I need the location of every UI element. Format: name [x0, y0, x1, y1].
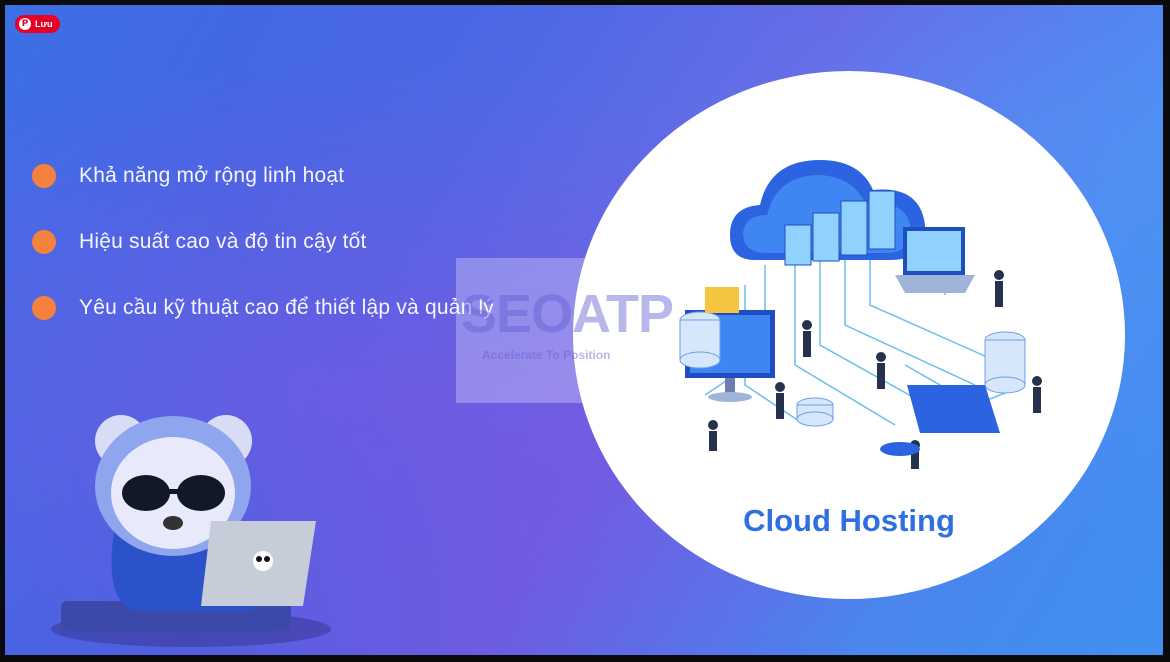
list-item: Hiệu suất cao và độ tin cậy tốt [32, 209, 494, 275]
feature-list: Khả năng mở rộng linh hoạt Hiệu suất cao… [32, 143, 494, 341]
list-item-text: Khả năng mở rộng linh hoạt [79, 164, 345, 187]
list-item: Yêu cầu kỹ thuật cao để thiết lập và quả… [32, 275, 494, 341]
bullet-dot-icon [32, 296, 56, 320]
list-item-text: Yêu cầu kỹ thuật cao để thiết lập và quả… [79, 296, 495, 319]
card-title: Cloud Hosting [743, 503, 955, 538]
watermark-box [456, 258, 661, 403]
cloud-server-illustration [679, 160, 1042, 469]
watermark-tagline: Accelerate To Position [482, 348, 611, 362]
pinterest-icon: P [19, 18, 31, 30]
pinterest-save-button[interactable]: P Lưu [15, 15, 60, 33]
list-item: Khả năng mở rộng linh hoạt [32, 143, 494, 209]
bear-mascot-illustration [51, 415, 331, 647]
cloud-hosting-card [573, 71, 1125, 599]
watermark-brand: SEOATP [461, 284, 674, 344]
bullet-dot-icon [32, 230, 56, 254]
slide: P Lưu Khả năng mở rộng linh hoạt Hiệu su… [5, 5, 1163, 655]
list-item-text: Hiệu suất cao và độ tin cậy tốt [79, 230, 367, 253]
bullet-dot-icon [32, 164, 56, 188]
pinterest-save-label: Lưu [35, 19, 53, 29]
